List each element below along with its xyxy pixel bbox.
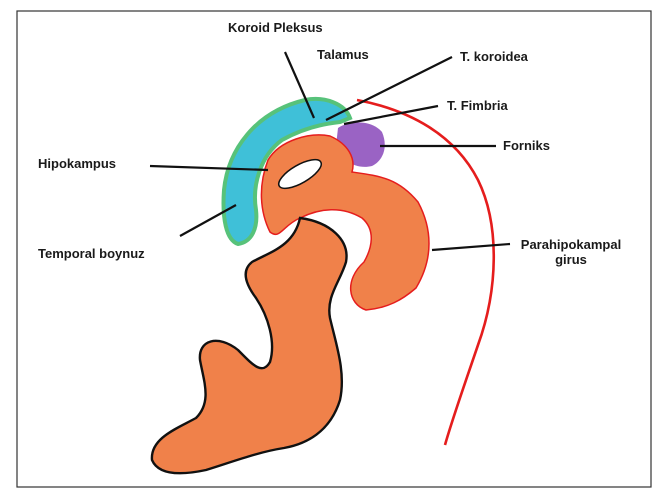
label-talamus: Talamus: [317, 47, 369, 62]
label-parahipokampal-line2: girus: [515, 252, 627, 267]
label-koroid-pleksus: Koroid Pleksus: [228, 20, 323, 35]
label-parahipokampal: Parahipokampal girus: [515, 237, 627, 267]
label-parahipokampal-line1: Parahipokampal: [515, 237, 627, 252]
label-forniks: Forniks: [503, 138, 550, 153]
label-hipokampus: Hipokampus: [38, 156, 116, 171]
label-temporal-boynuz: Temporal boynuz: [38, 246, 145, 261]
label-t-fimbria: T. Fimbria: [447, 98, 508, 113]
label-t-koroidea: T. koroidea: [460, 49, 528, 64]
